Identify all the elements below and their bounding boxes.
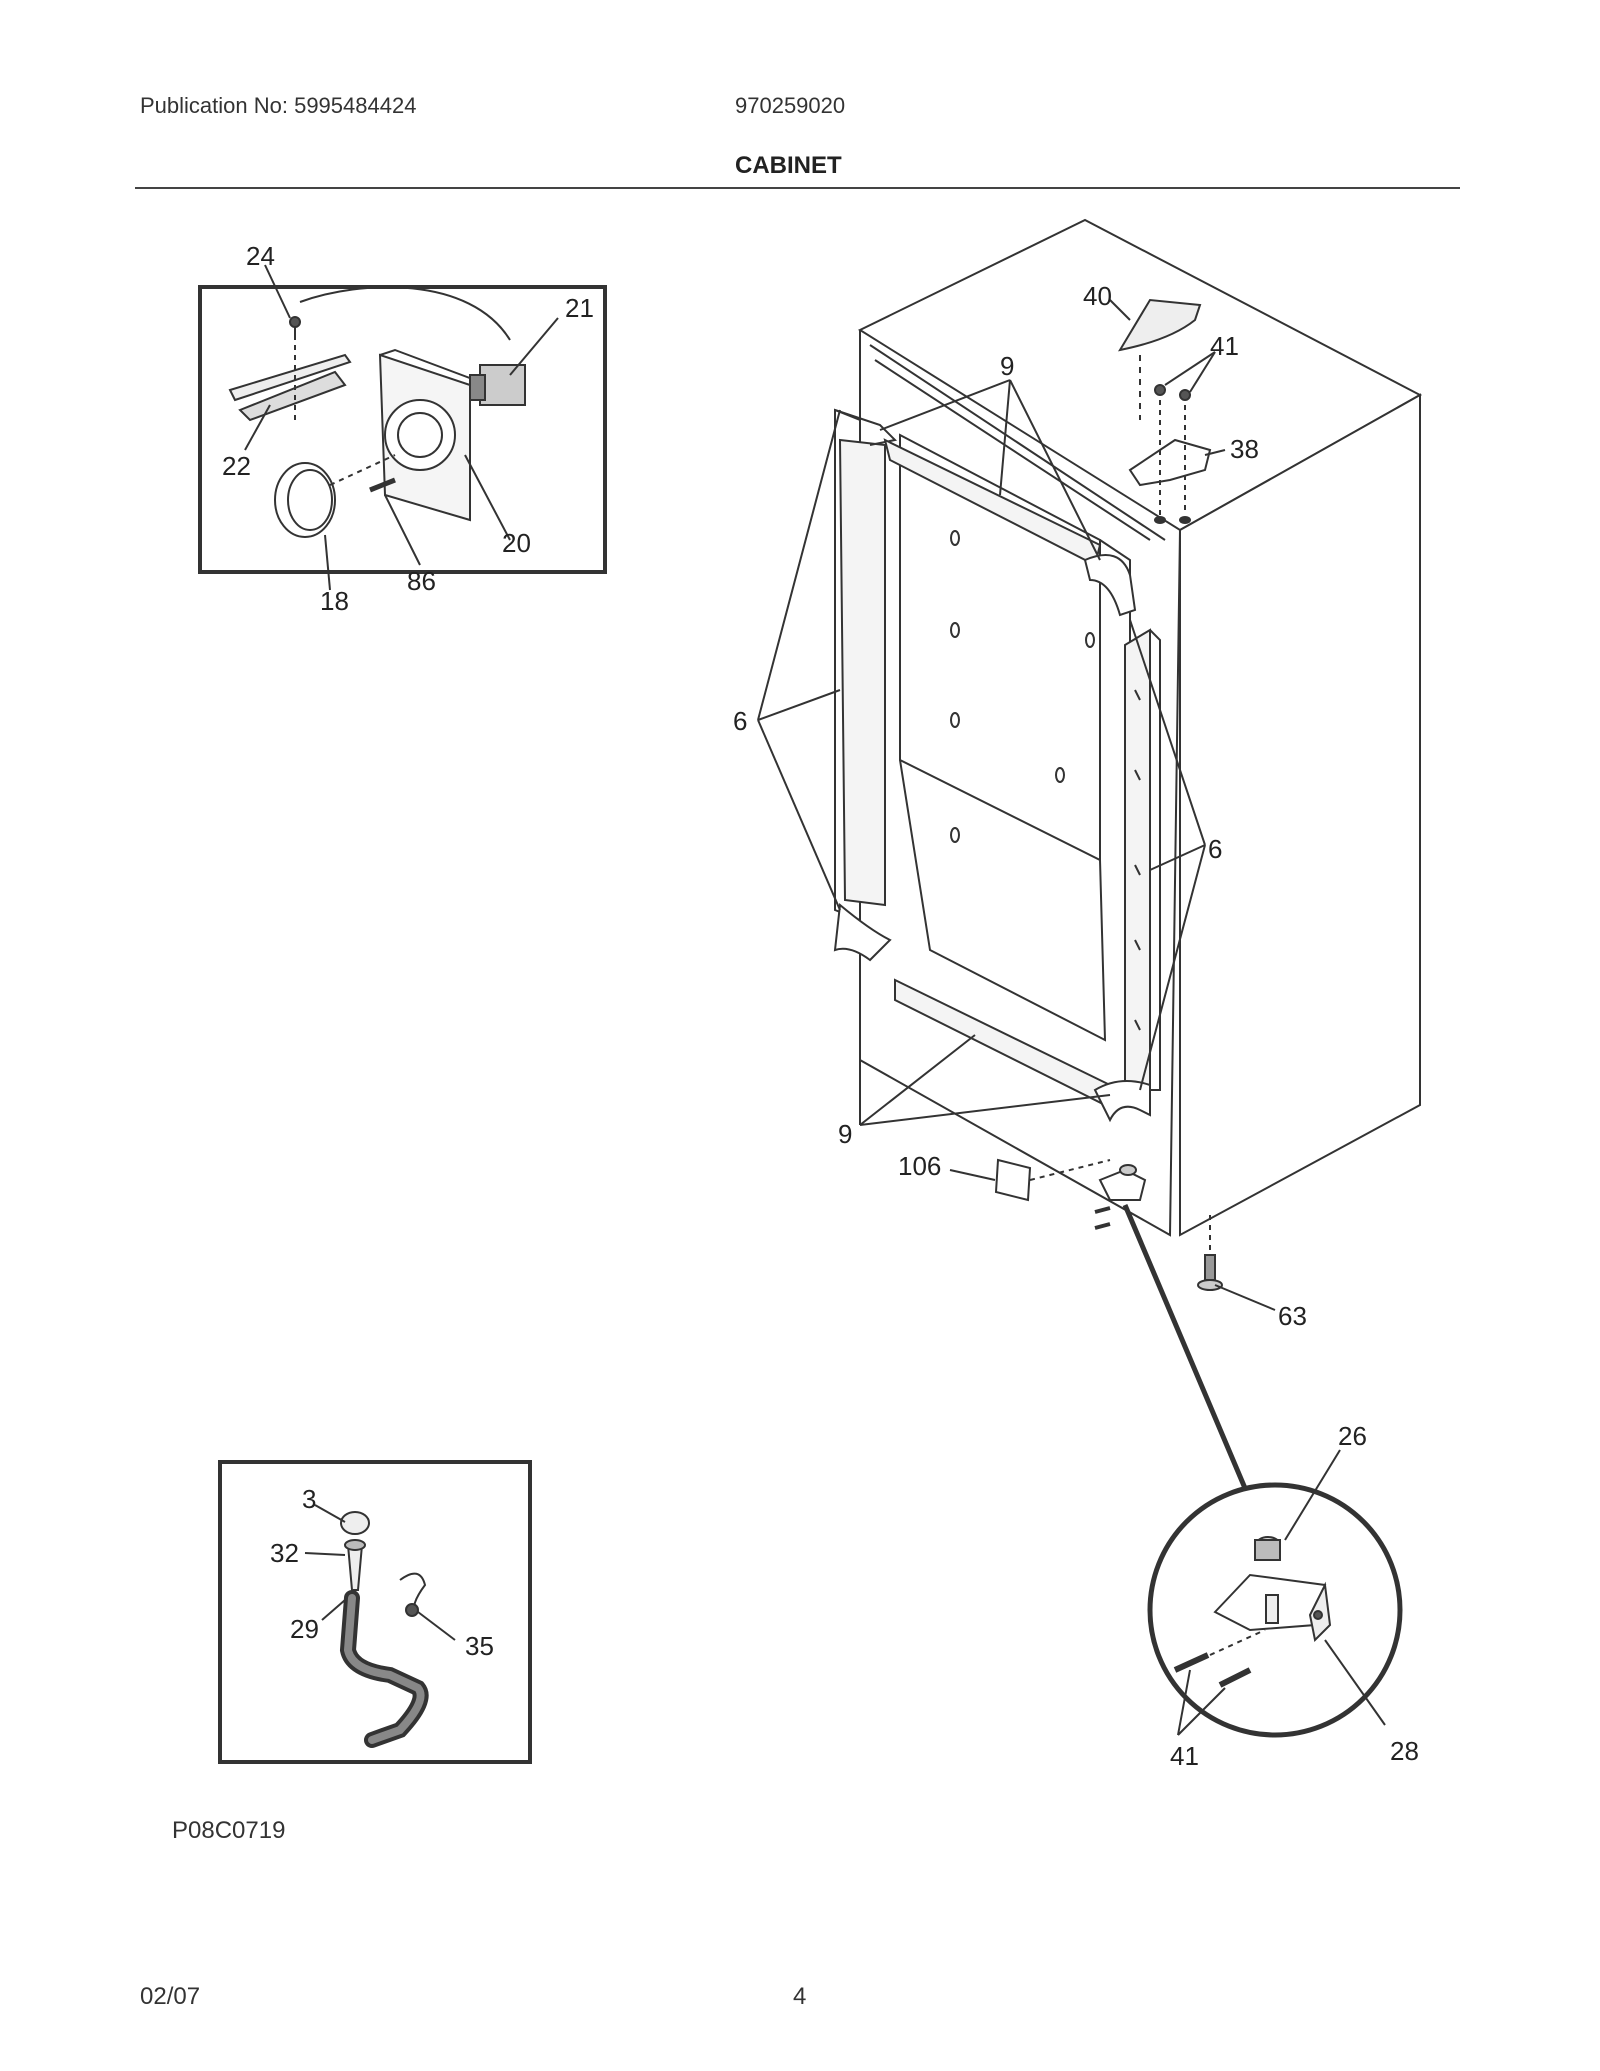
callout-26: 26: [1338, 1421, 1367, 1451]
top-hinge: [1128, 438, 1212, 487]
callout-106: 106: [898, 1151, 941, 1181]
callout-41-bottom: 41: [1170, 1741, 1199, 1771]
callout-32: 32: [270, 1538, 299, 1568]
section-title: CABINET: [735, 152, 842, 179]
callout-63: 63: [1278, 1301, 1307, 1331]
gasket-bottom: [894, 978, 1112, 1107]
callout-22: 22: [222, 451, 251, 481]
callout-9-bottom: 9: [838, 1119, 852, 1149]
publication-number: Publication No: 5995484424: [140, 93, 417, 118]
diagram-code: P08C0719: [172, 1817, 286, 1844]
callout-35: 35: [465, 1631, 494, 1661]
callout-40: 40: [1083, 281, 1112, 311]
callout-6-right: 6: [1208, 834, 1222, 864]
callout-21: 21: [565, 293, 594, 323]
callout-86: 86: [407, 566, 436, 596]
cabinet-side: [1179, 393, 1421, 1237]
gasket-right: [1124, 628, 1151, 1107]
callout-38: 38: [1230, 434, 1259, 464]
label-plate: [994, 1158, 1032, 1202]
drain-inset-frame: [218, 1460, 532, 1764]
header-rule: [135, 187, 1460, 189]
model-number: 970259020: [735, 93, 846, 118]
callout-3: 3: [302, 1484, 316, 1514]
page-number: 4: [793, 1983, 807, 2010]
callout-18: 18: [320, 586, 349, 616]
callout-41-top: 41: [1210, 331, 1239, 361]
hinge-cover: [1117, 298, 1202, 352]
callout-28: 28: [1390, 1736, 1419, 1766]
callout-20: 20: [502, 528, 531, 558]
callout-6-left: 6: [733, 706, 747, 736]
footer-date: 02/07: [140, 1983, 201, 2010]
callout-29: 29: [290, 1614, 319, 1644]
callout-9-top: 9: [1000, 351, 1014, 381]
callout-24: 24: [246, 241, 275, 271]
